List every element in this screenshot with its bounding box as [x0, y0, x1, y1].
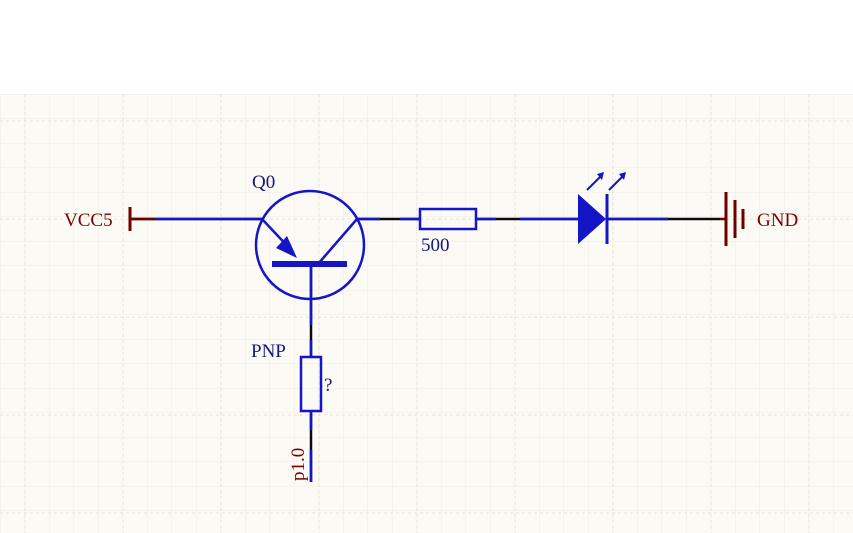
- gnd-net-label: GND: [757, 210, 798, 231]
- led-icon[interactable]: [578, 172, 626, 244]
- base-resistor[interactable]: [299, 355, 323, 413]
- series-resistor[interactable]: [418, 207, 478, 231]
- transistor-designator: Q0: [252, 172, 275, 193]
- base-resistor-value: ?: [324, 375, 332, 396]
- pnp-transistor-icon[interactable]: [254, 189, 366, 301]
- base-net-label: p1.0: [288, 448, 309, 481]
- series-resistor-value: 500: [421, 235, 450, 256]
- transistor-comment: PNP: [251, 341, 286, 362]
- sheet-grid: [0, 94, 853, 533]
- resistor-icon: [418, 207, 478, 231]
- resistor-icon: [299, 355, 323, 413]
- vcc-net-label: VCC5: [64, 210, 113, 231]
- major-grid: [0, 94, 853, 533]
- component-pins: [155, 217, 668, 482]
- power-bar-icon[interactable]: [128, 207, 155, 231]
- ground-icon[interactable]: [720, 192, 745, 246]
